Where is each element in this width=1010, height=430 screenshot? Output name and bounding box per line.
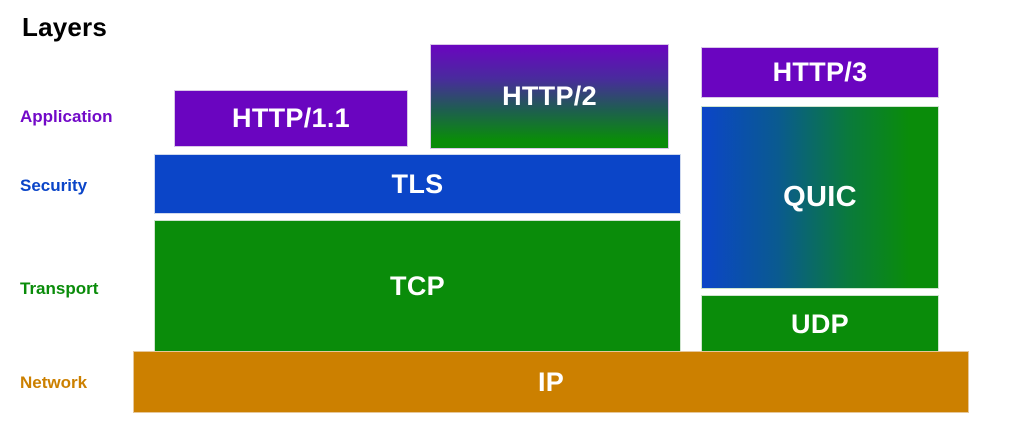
diagram-title: Layers — [22, 12, 108, 42]
block-http2: HTTP/2 — [430, 44, 669, 149]
block-tcp: TCP — [154, 220, 681, 353]
block-udp: UDP — [701, 295, 939, 353]
layer-label-security: Security — [20, 176, 88, 195]
layer-label-application: Application — [20, 107, 113, 126]
block-quic: QUIC — [701, 106, 939, 289]
block-http11: HTTP/1.1 — [174, 90, 408, 147]
block-http3: HTTP/3 — [701, 47, 939, 98]
block-ip: IP — [133, 351, 969, 413]
layer-label-network: Network — [20, 373, 88, 392]
layer-label-transport: Transport — [20, 279, 99, 298]
block-tls: TLS — [154, 154, 681, 214]
